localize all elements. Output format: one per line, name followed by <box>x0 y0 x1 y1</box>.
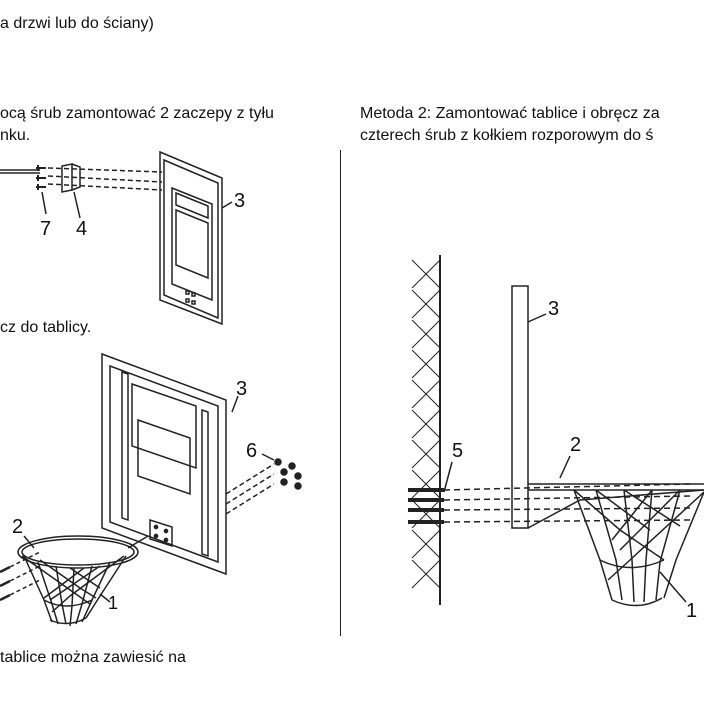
label-net-1-right: 1 <box>686 600 698 622</box>
top-backboard-diagram <box>0 150 233 326</box>
label-rim-2-right: 2 <box>570 434 582 456</box>
wall-mount-diagram <box>408 255 704 607</box>
label-anchor-5: 5 <box>452 440 464 462</box>
left-bottom-text: tablice można zawiesić na <box>0 649 186 666</box>
label-bolts-6: 6 <box>246 440 258 462</box>
left-step1-line2: nku. <box>0 127 31 144</box>
label-backboard-3-top: 3 <box>234 190 246 212</box>
left-step1-line1: ocą śrub zamontować 2 zaczepy z tyłu <box>0 105 274 122</box>
label-screw-7: 7 <box>40 218 52 240</box>
method2-line2: czterech śrub z kołkiem rozporowym do ś <box>360 127 654 144</box>
left-step2-text: cz do tablicy. <box>0 319 92 336</box>
label-backboard-3-mid: 3 <box>236 378 248 400</box>
label-backboard-3-right: 3 <box>548 298 560 320</box>
method2-line1: Metoda 2: Zamontować tablice i obręcz za <box>360 105 660 122</box>
header-text: a drzwi lub do ściany) <box>0 15 154 32</box>
column-divider <box>340 150 341 636</box>
label-bracket-4: 4 <box>76 218 88 240</box>
label-rim-2-left: 2 <box>12 516 24 538</box>
label-net-1-left: 1 <box>108 593 119 613</box>
mid-backboard-diagram <box>0 352 302 627</box>
